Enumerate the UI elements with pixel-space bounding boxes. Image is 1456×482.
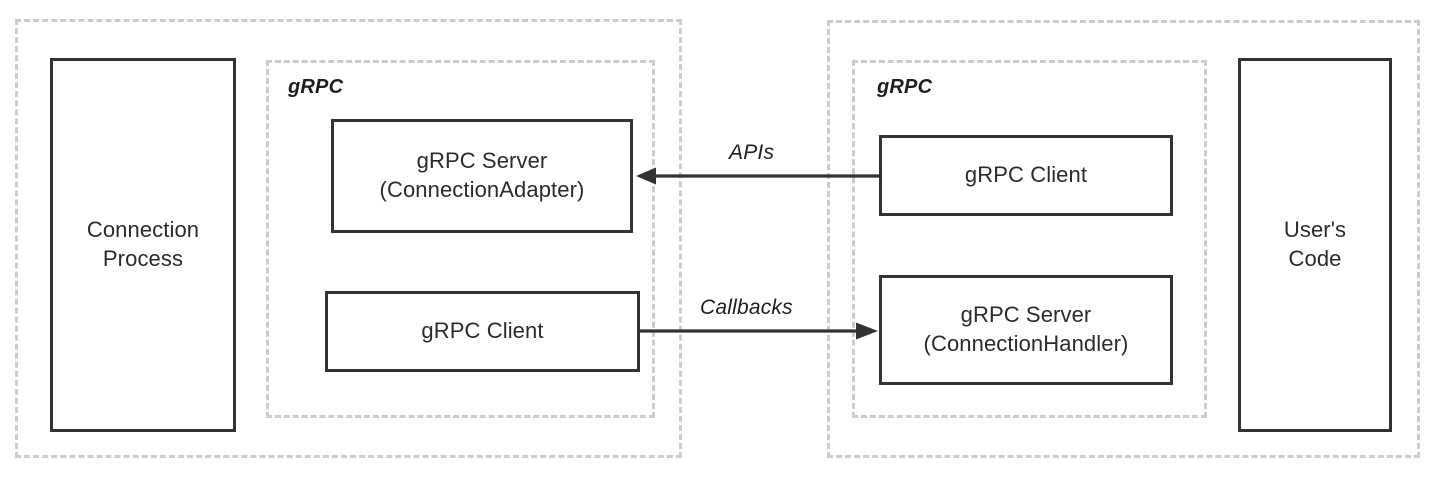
group-user-code xyxy=(827,20,1420,458)
box-grpc-server-connection-adapter-label: gRPC Server (ConnectionAdapter) xyxy=(379,148,585,202)
box-connection-process[interactable]: Connection Process xyxy=(50,58,236,432)
group-grpc-left-title: gRPC xyxy=(288,76,344,98)
box-grpc-client-right[interactable]: gRPC Client xyxy=(879,135,1173,216)
connector-apis-arrowhead xyxy=(636,167,656,185)
group-grpc-right xyxy=(852,60,1207,418)
box-grpc-client-left[interactable]: gRPC Client xyxy=(325,291,640,372)
box-connection-process-label: Connection Process xyxy=(86,217,200,271)
group-grpc-left xyxy=(266,60,655,418)
connector-callbacks xyxy=(639,322,878,340)
connector-callbacks-arrowhead xyxy=(856,322,878,340)
box-grpc-server-connection-adapter[interactable]: gRPC Server (ConnectionAdapter) xyxy=(331,119,633,233)
box-grpc-client-right-label: gRPC Client xyxy=(964,162,1088,188)
box-grpc-server-connection-handler-label: gRPC Server (ConnectionHandler) xyxy=(923,302,1129,356)
connector-apis xyxy=(636,167,882,185)
box-users-code-label: User's Code xyxy=(1283,217,1347,271)
box-grpc-server-connection-handler[interactable]: gRPC Server (ConnectionHandler) xyxy=(879,275,1173,385)
box-grpc-client-left-label: gRPC Client xyxy=(421,318,544,344)
box-users-code[interactable]: User's Code xyxy=(1238,58,1392,432)
group-grpc-right-title: gRPC xyxy=(877,76,933,98)
connector-callbacks-label: Callbacks xyxy=(700,296,793,319)
group-connection-process xyxy=(15,19,682,458)
connector-apis-label: APIs xyxy=(729,141,775,164)
